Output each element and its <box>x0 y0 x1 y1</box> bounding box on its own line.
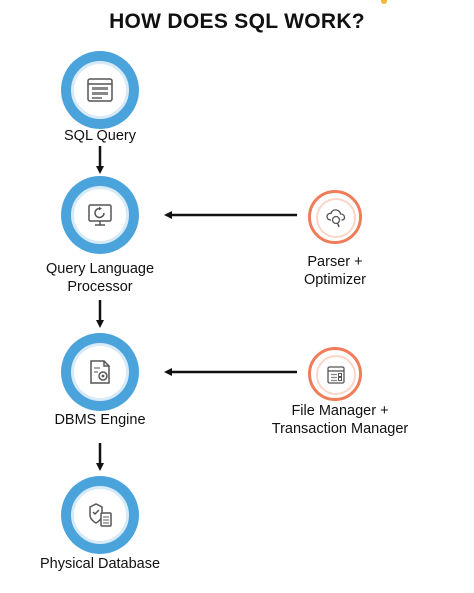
query-language-processor-label: Query Language Processor <box>45 261 155 295</box>
physical-database-node <box>61 476 139 554</box>
sql-query-node <box>61 51 139 129</box>
diagram-title: HOW DOES SQL WORK? <box>109 10 365 33</box>
file-transaction-manager-label: File Manager + Transaction Manager <box>271 403 409 437</box>
parser-optimizer-label: Parser + Optimizer <box>303 254 367 288</box>
sql-query-label: SQL Query <box>64 128 136 144</box>
corner-accent <box>381 0 387 4</box>
dbms-engine-label: DBMS Engine <box>54 412 146 428</box>
document-gear-icon <box>90 360 110 384</box>
file-transaction-manager-node <box>308 347 362 401</box>
physical-database-label: Physical Database <box>39 556 161 572</box>
cloud-search-icon <box>326 209 346 228</box>
query-language-processor-node <box>61 176 139 254</box>
parser-optimizer-node <box>308 190 362 244</box>
checklist-database-icon <box>89 503 112 527</box>
dbms-engine-node <box>61 333 139 411</box>
query-window-icon <box>87 78 113 102</box>
monitor-refresh-icon <box>88 204 112 226</box>
file-list-icon <box>327 366 345 384</box>
